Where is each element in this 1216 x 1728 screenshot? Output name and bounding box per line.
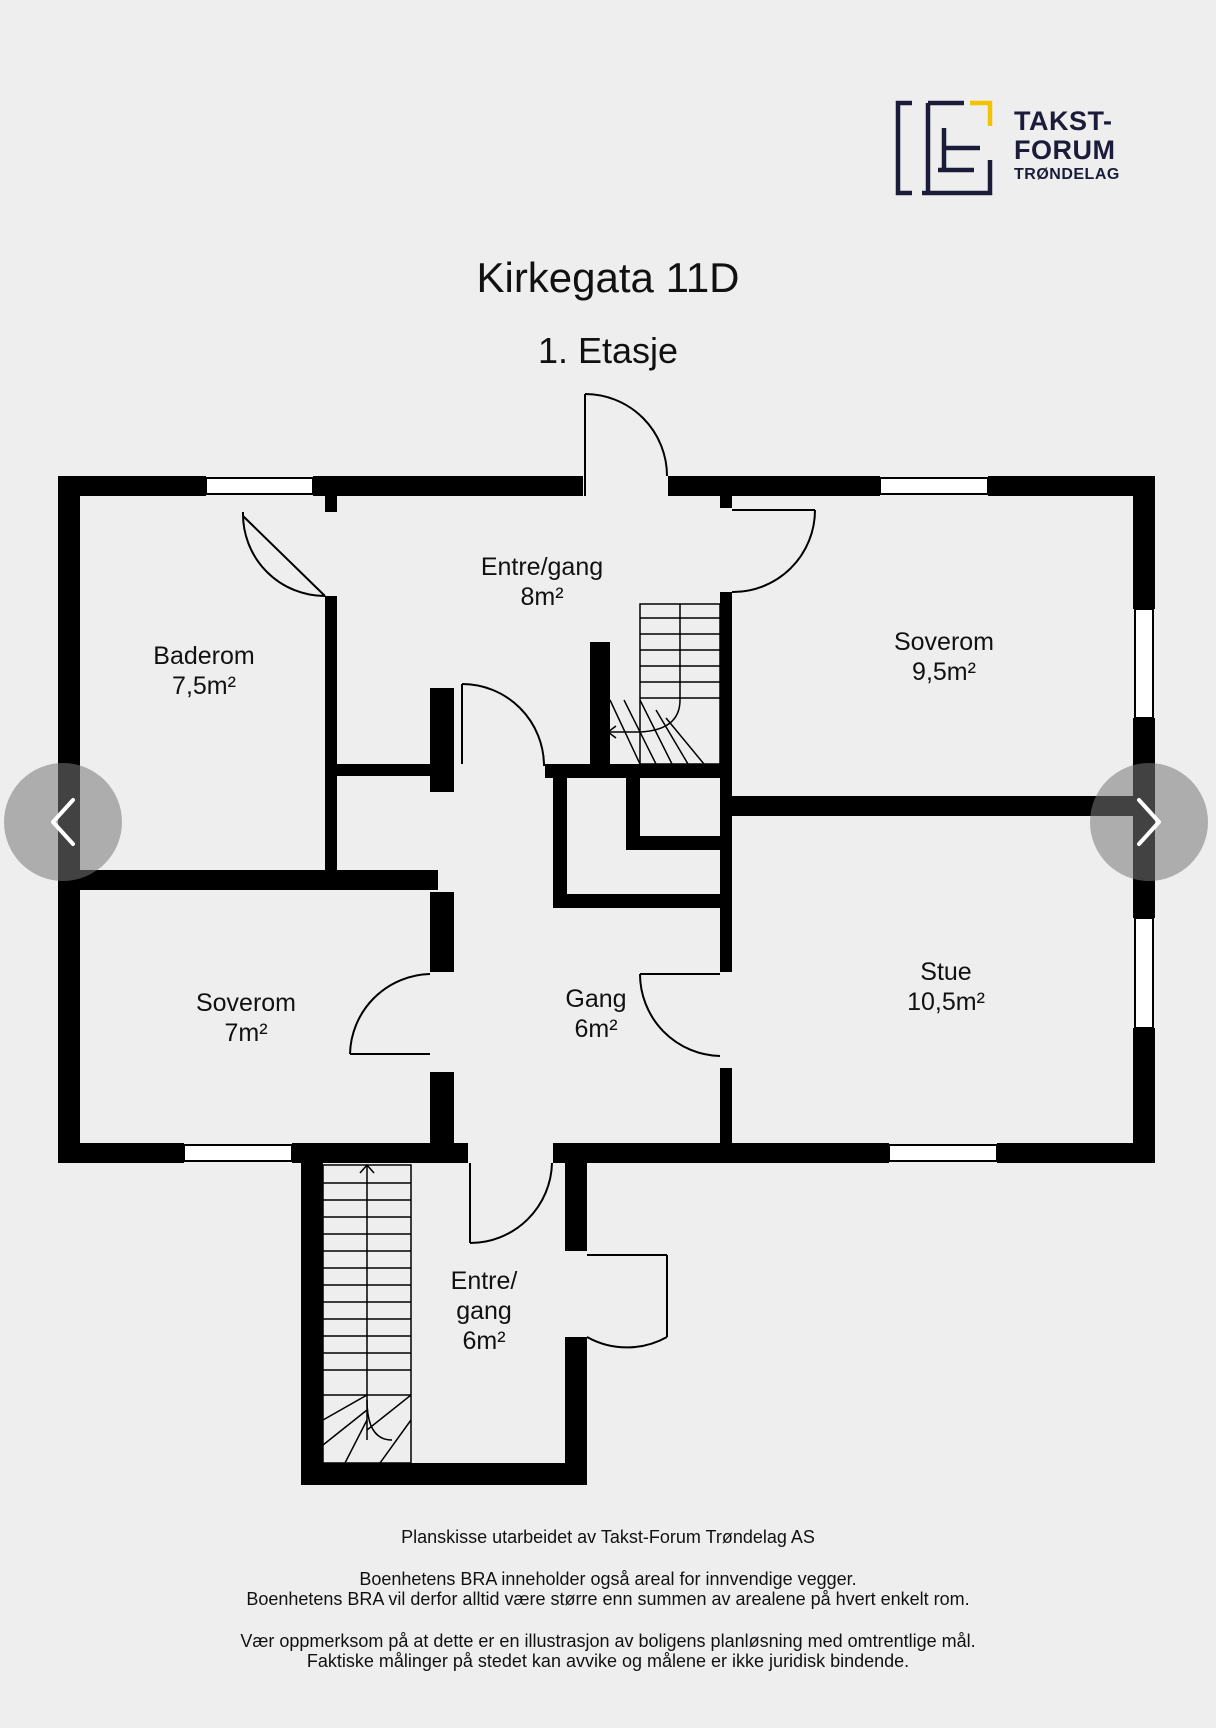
room-label-baderom: Baderom 7,5m² [124,641,284,701]
note-line-3: Boenhetens BRA vil derfor alltid være st… [246,1589,970,1609]
room-label-stue: Stue 10,5m² [866,957,1026,1017]
note-line-2: Boenhetens BRA inneholder også areal for… [359,1569,857,1589]
note-line-4: Vær oppmerksom på at dette er en illustr… [240,1631,976,1651]
doors [241,393,816,1349]
logo-text: TAKST- FORUM TRØNDELAG [1014,108,1120,183]
takst-forum-logo: TAKST- FORUM TRØNDELAG [894,98,1134,198]
room-name: Entre/ [450,1267,518,1295]
page-title: Kirkegata 11D [476,254,740,301]
room-label-soverom-large: Soverom 9,5m² [864,627,1024,687]
room-name: Baderom [153,642,255,670]
exterior-walls [58,476,1155,1485]
room-area: 6m² [462,1327,506,1355]
room-area: 7,5m² [172,672,236,700]
disclaimer-notes: Planskisse utarbeidet av Takst-Forum Trø… [0,1527,1216,1671]
room-name: Soverom [195,989,297,1017]
room-area: 10,5m² [907,988,985,1016]
room-name: Stue [920,958,972,986]
upper-stairs [606,603,721,765]
lower-stairs [322,1163,412,1464]
room-label-gang: Gang 6m² [516,984,676,1044]
logo-line1: TAKST- [1014,106,1113,136]
room-name: Soverom [893,628,995,656]
room-name-line2: gang [456,1297,512,1325]
note-line-1: Planskisse utarbeidet av Takst-Forum Trø… [401,1527,815,1547]
chevron-left-icon [51,798,75,846]
logo-line2: FORUM [1014,135,1116,165]
room-name: Gang [565,985,627,1013]
room-area: 9,5m² [912,658,976,686]
room-label-soverom-small: Soverom 7m² [166,988,326,1048]
room-area: 7m² [224,1019,268,1047]
next-image-button[interactable] [1090,763,1208,881]
floor-subtitle: 1. Etasje [537,330,679,371]
interior-walls [80,496,1133,1148]
prev-image-button[interactable] [4,763,122,881]
logo-mark-icon [895,100,993,196]
room-label-entre-lower: Entre/ gang 6m² [404,1266,564,1356]
room-area: 6m² [574,1015,618,1043]
room-label-entre-upper: Entre/gang 8m² [462,552,622,612]
chevron-right-icon [1137,798,1161,846]
note-line-5: Faktiske målinger på stedet kan avvike o… [306,1651,910,1671]
windows [183,477,1154,1162]
room-name: Entre/gang [480,553,604,581]
logo-line3: TRØNDELAG [1014,166,1120,183]
room-area: 8m² [520,583,564,611]
